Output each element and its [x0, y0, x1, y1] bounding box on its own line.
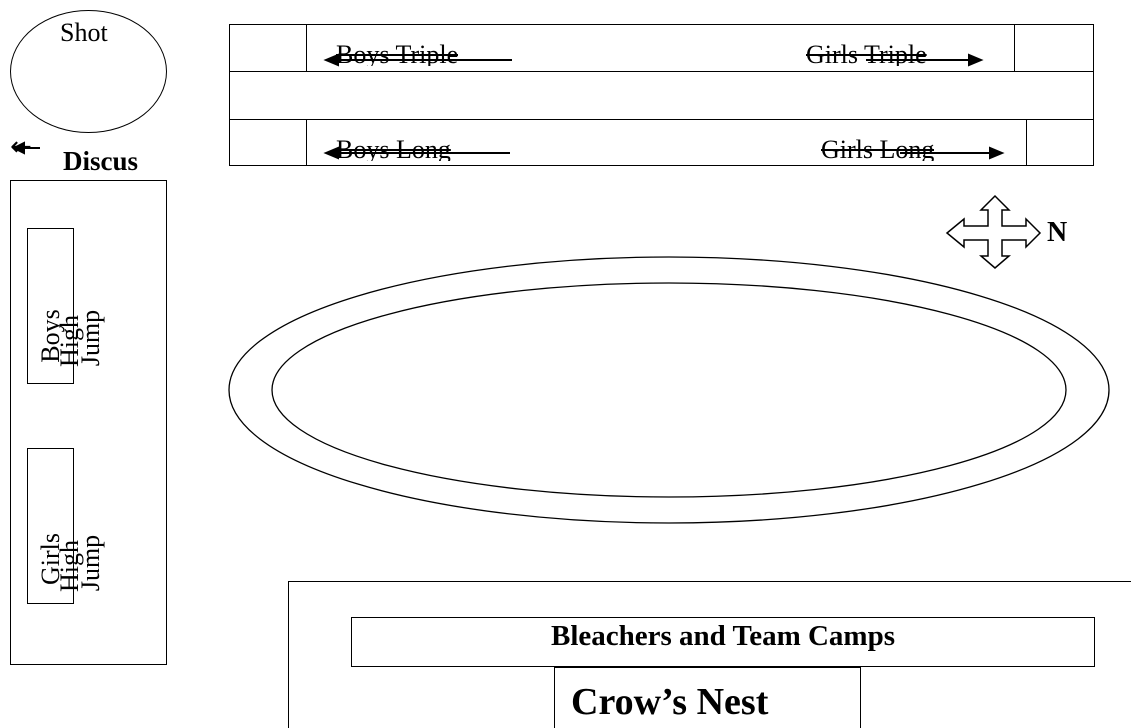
- crows-nest-box: [554, 667, 861, 728]
- north-label: N: [1047, 217, 1068, 248]
- high-jump-area: [10, 180, 167, 665]
- runway-gap: [229, 71, 1094, 120]
- long-jump-runway: [229, 119, 1094, 166]
- shot-put-area: [10, 10, 167, 133]
- girls-triple-jump-label: Girls Triple: [806, 42, 927, 66]
- running-track: [228, 256, 1110, 524]
- runway-divider: [306, 24, 307, 72]
- boys-high-jump-pit: [27, 228, 74, 384]
- compass-arrows-icon: [945, 194, 1042, 269]
- boys-high-jump-word-jump: Jump: [76, 309, 105, 367]
- girls-long-jump-label: Girls Long: [821, 137, 935, 161]
- runway-divider: [306, 119, 307, 166]
- bleachers-label: Bleachers and Team Camps: [550, 620, 895, 652]
- track-inner-edge: [271, 282, 1067, 498]
- runway-divider: [1026, 119, 1027, 166]
- boys-triple-jump-label: Boys Triple: [336, 42, 459, 66]
- crows-nest-label: Crow’s Nest: [571, 681, 769, 723]
- discus-arrow-icon: ←: [10, 132, 32, 162]
- track-outer-edge: [228, 256, 1110, 524]
- runway-divider: [1014, 24, 1015, 72]
- stands-area: [288, 581, 1131, 728]
- bleachers-box: [351, 617, 1095, 667]
- girls-high-jump-pit: [27, 448, 74, 604]
- boys-long-jump-label: Boys Long: [336, 137, 451, 161]
- shot-put-label: Shot: [60, 18, 108, 47]
- discus-label: Discus: [63, 148, 139, 172]
- girls-high-jump-word-jump: Jump: [76, 534, 105, 592]
